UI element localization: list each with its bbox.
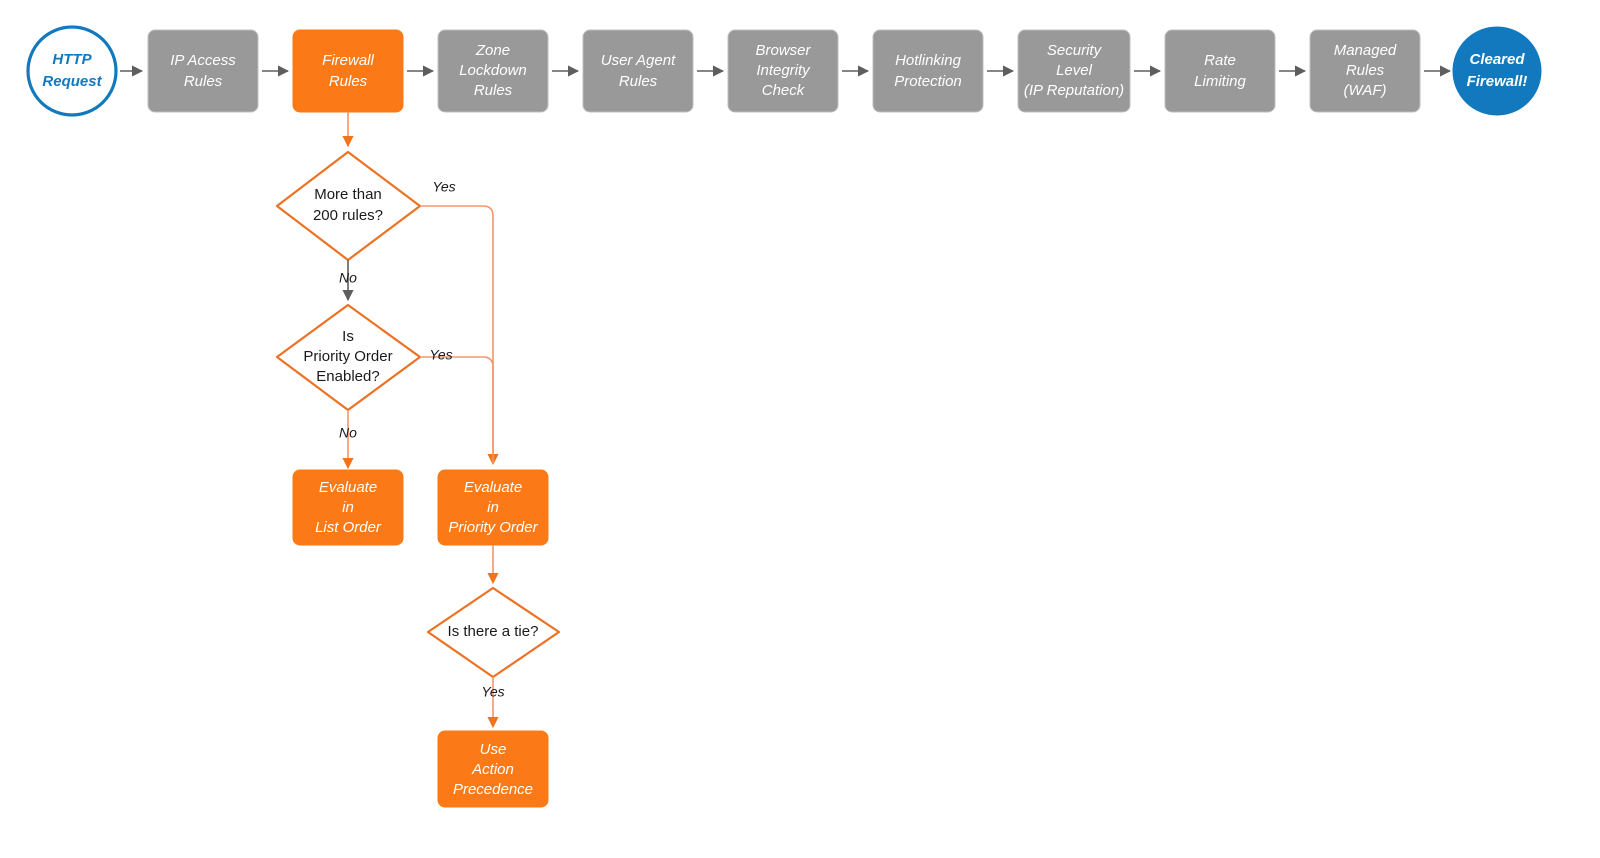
more-than-200-label-line1: More than xyxy=(314,186,382,203)
browser-integrity-box xyxy=(727,29,839,113)
managed-rules-label-line3: (WAF) xyxy=(1343,82,1386,99)
node-evaluate-in-priority-order[interactable]: Evaluate in Priority Order xyxy=(437,469,549,546)
node-managed-rules-waf[interactable]: Managed Rules (WAF) xyxy=(1309,29,1421,113)
managed-rules-label-line2: Rules xyxy=(1346,62,1385,79)
security-level-label-line3: (IP Reputation) xyxy=(1024,82,1124,99)
node-cleared-firewall[interactable]: Cleared Firewall! xyxy=(1452,26,1542,116)
priority-order-label-line3: Enabled? xyxy=(316,368,379,385)
http-request-label-line2: Request xyxy=(42,73,102,90)
security-level-label-line2: Level xyxy=(1056,62,1093,79)
evaluate-list-order-label-line2: in xyxy=(342,499,354,516)
node-ip-access-rules[interactable]: IP Access Rules xyxy=(147,29,259,113)
edge-label-more-than-200-yes: Yes xyxy=(432,179,455,195)
rate-limiting-box xyxy=(1164,29,1276,113)
edge-priority-order-yes xyxy=(420,356,494,464)
node-http-request[interactable]: HTTP Request xyxy=(26,25,118,117)
evaluate-list-order-label-line3: List Order xyxy=(315,519,382,536)
use-action-precedence-box xyxy=(437,730,549,808)
use-action-precedence-label-line1: Use xyxy=(480,741,507,758)
browser-integrity-label-line2: Integrity xyxy=(756,62,811,79)
hotlinking-protection-box xyxy=(872,29,984,113)
rate-limiting-label-line2: Limiting xyxy=(1194,73,1246,90)
node-security-level[interactable]: Security Level (IP Reputation) xyxy=(1017,29,1131,113)
zone-lockdown-label-line3: Rules xyxy=(474,82,513,99)
firewall-rules-box xyxy=(292,29,404,113)
firewall-rules-label-line1: Firewall xyxy=(322,52,374,69)
edge-label-priority-order-no: No xyxy=(339,425,357,441)
managed-rules-label-line1: Managed xyxy=(1334,42,1397,59)
node-evaluate-in-list-order[interactable]: Evaluate in List Order xyxy=(292,469,404,546)
evaluate-list-order-box xyxy=(292,469,404,546)
node-user-agent-rules[interactable]: User Agent Rules xyxy=(582,29,694,113)
ip-access-rules-label-line2: Rules xyxy=(184,73,223,90)
use-action-precedence-label-line3: Precedence xyxy=(453,781,533,798)
edge-more-than-200-yes xyxy=(420,205,499,466)
managed-rules-box xyxy=(1309,29,1421,113)
edge-label-tie-yes: Yes xyxy=(481,684,504,700)
node-hotlinking-protection[interactable]: Hotlinking Protection xyxy=(872,29,984,113)
hotlinking-label-line2: Protection xyxy=(894,73,962,90)
edge-label-more-than-200-no: No xyxy=(339,270,357,286)
evaluate-priority-order-label-line2: in xyxy=(487,499,499,516)
user-agent-label-line2: Rules xyxy=(619,73,658,90)
http-request-label-line1: HTTP xyxy=(52,51,92,68)
evaluate-priority-order-label-line3: Priority Order xyxy=(448,519,538,536)
hotlinking-label-line1: Hotlinking xyxy=(895,52,962,69)
zone-lockdown-label-line1: Zone xyxy=(475,42,510,59)
edge-label-priority-order-yes: Yes xyxy=(429,347,452,363)
node-rate-limiting[interactable]: Rate Limiting xyxy=(1164,29,1276,113)
use-action-precedence-label-line2: Action xyxy=(471,761,514,778)
priority-order-label-line2: Priority Order xyxy=(303,348,392,365)
cleared-firewall-circle xyxy=(1452,26,1542,116)
node-more-than-200-rules[interactable]: More than 200 rules? xyxy=(275,150,422,262)
priority-order-label-line1: Is xyxy=(342,328,354,345)
evaluate-list-order-label-line1: Evaluate xyxy=(319,479,377,496)
evaluate-priority-order-label-line1: Evaluate xyxy=(464,479,522,496)
node-use-action-precedence[interactable]: Use Action Precedence xyxy=(437,730,549,808)
security-level-box xyxy=(1017,29,1131,113)
zone-lockdown-label-line2: Lockdown xyxy=(459,62,527,79)
browser-integrity-label-line1: Browser xyxy=(755,42,811,59)
firewall-rules-label-line2: Rules xyxy=(329,73,368,90)
node-browser-integrity-check[interactable]: Browser Integrity Check xyxy=(727,29,839,113)
ip-access-rules-box xyxy=(147,29,259,113)
cleared-firewall-label-line2: Firewall! xyxy=(1467,73,1528,90)
more-than-200-label-line2: 200 rules? xyxy=(313,207,383,224)
security-level-label-line1: Security xyxy=(1047,42,1103,59)
is-there-a-tie-label: Is there a tie? xyxy=(448,623,539,640)
node-is-there-a-tie[interactable]: Is there a tie? xyxy=(426,586,561,679)
node-zone-lockdown-rules[interactable]: Zone Lockdown Rules xyxy=(437,29,549,113)
node-firewall-rules[interactable]: Firewall Rules xyxy=(292,29,404,113)
user-agent-label-line1: User Agent xyxy=(601,52,676,69)
rate-limiting-label-line1: Rate xyxy=(1204,52,1236,69)
ip-access-rules-label-line1: IP Access xyxy=(170,52,236,69)
user-agent-rules-box xyxy=(582,29,694,113)
http-request-circle xyxy=(26,25,118,117)
browser-integrity-label-line3: Check xyxy=(762,82,806,99)
cleared-firewall-label-line1: Cleared xyxy=(1469,51,1525,68)
node-is-priority-order-enabled[interactable]: Is Priority Order Enabled? xyxy=(275,303,422,412)
zone-lockdown-rules-box xyxy=(437,29,549,113)
